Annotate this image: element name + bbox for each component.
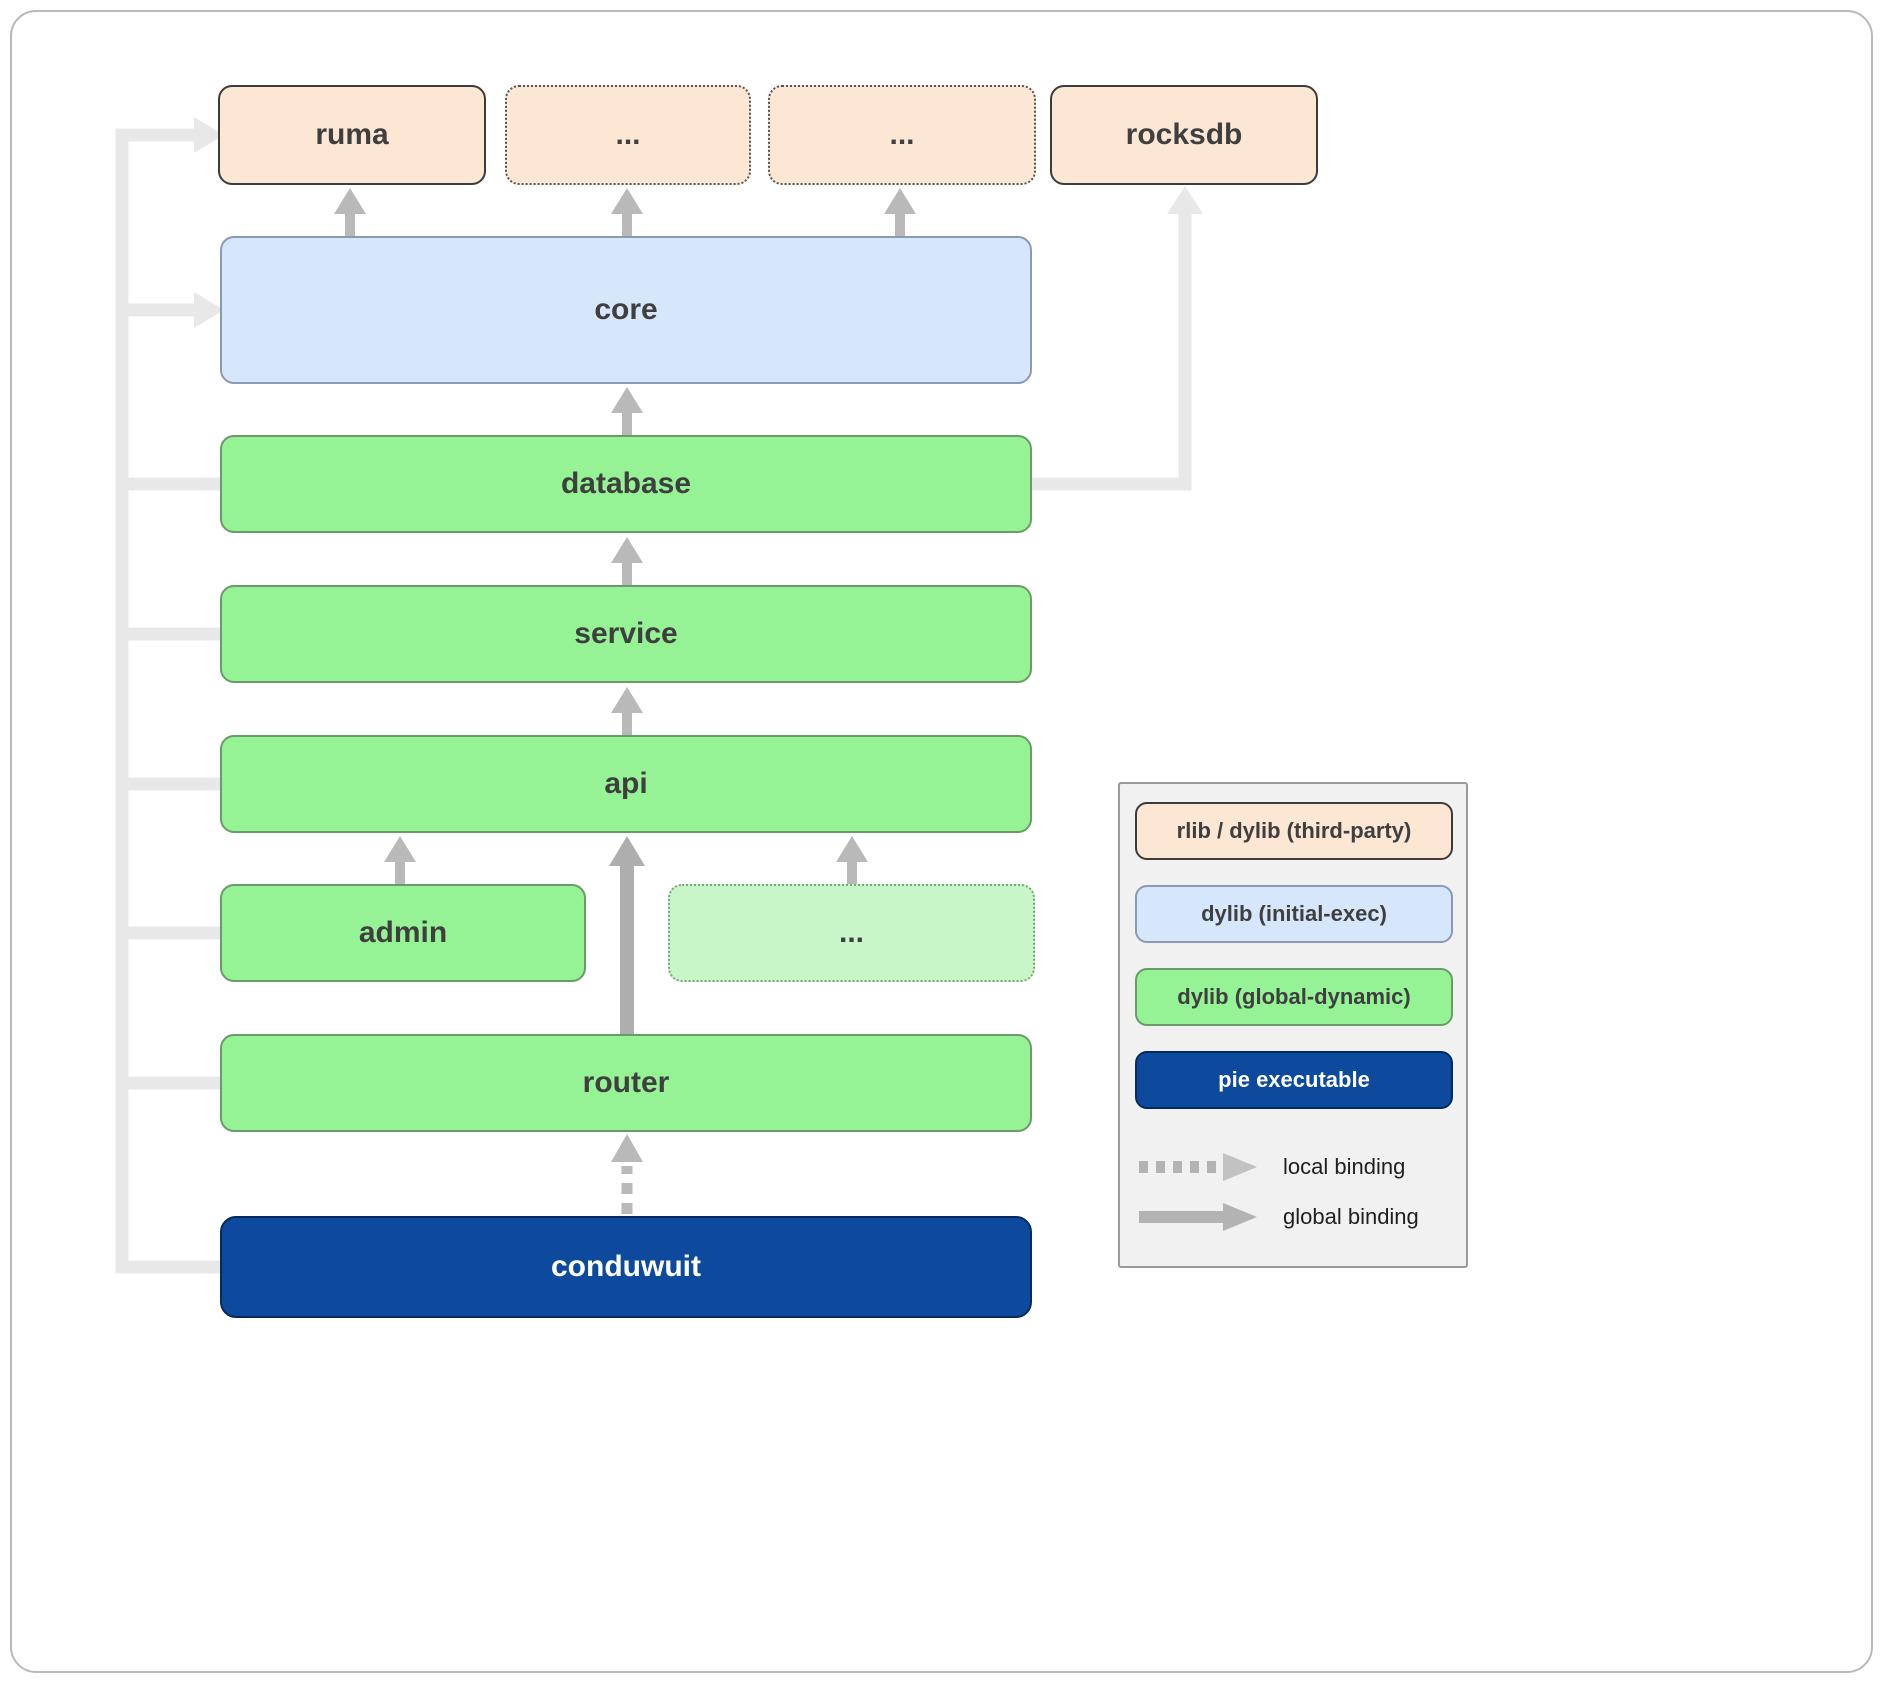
global-binding-arrowhead-rocksdb [1167, 186, 1203, 214]
diagram-frame [10, 10, 1873, 1673]
legend: rlib / dylib (third-party) dylib (initia… [1118, 782, 1468, 1268]
node-third-party-ellipsis-1-label: ... [615, 118, 641, 151]
arrow-service-to-database [611, 537, 643, 587]
legend-chip-initial-exec-label: dylib (initial-exec) [1201, 901, 1387, 926]
node-core-label: core [594, 293, 658, 326]
node-service: service [220, 585, 1032, 683]
local-binding-conduwuit-router-head [611, 1134, 643, 1162]
local-binding-arrow-icon [1139, 1153, 1257, 1181]
node-admin: admin [220, 884, 586, 982]
legend-chip-pie-executable: pie executable [1135, 1051, 1453, 1109]
node-database-label: database [560, 467, 692, 500]
node-dylib-ellipsis-label: ... [838, 916, 864, 949]
legend-chip-pie-executable-label: pie executable [1218, 1067, 1370, 1092]
global-binding-trunk [115, 128, 226, 1274]
arrow-router-to-api [609, 836, 645, 1036]
arrow-core-to-ruma [334, 188, 366, 238]
legend-chip-third-party-label: rlib / dylib (third-party) [1176, 818, 1412, 843]
node-third-party-ellipsis-1: ... [505, 85, 751, 185]
arrow-api-to-service [611, 687, 643, 737]
legend-global-binding-label: global binding [1283, 1204, 1419, 1229]
arrow-database-to-core [611, 387, 643, 437]
node-dylib-ellipsis: ... [668, 884, 1035, 982]
legend-chip-global-dynamic-label: dylib (global-dynamic) [1177, 984, 1411, 1009]
legend-local-binding-label: local binding [1283, 1154, 1406, 1179]
node-ruma: ruma [218, 85, 486, 185]
node-rocksdb: rocksdb [1050, 85, 1318, 185]
node-core: core [220, 236, 1032, 384]
node-api: api [220, 735, 1032, 833]
arrow-admin-to-api [384, 836, 416, 886]
node-api-label: api [604, 767, 648, 800]
arrow-core-to-dots-2 [884, 188, 916, 238]
node-database: database [220, 435, 1032, 533]
node-service-label: service [574, 617, 678, 650]
node-router-label: router [582, 1066, 670, 1099]
legend-local-binding-row: local binding [1135, 1147, 1453, 1187]
global-binding-arrowhead-core [194, 292, 224, 328]
legend-global-binding-row: global binding [1135, 1197, 1453, 1237]
node-conduwuit: conduwuit [220, 1216, 1032, 1318]
node-ruma-label: ruma [315, 118, 389, 151]
legend-chip-initial-exec: dylib (initial-exec) [1135, 885, 1453, 943]
arrow-core-to-dots-1 [611, 188, 643, 238]
node-rocksdb-label: rocksdb [1125, 118, 1243, 151]
legend-chip-global-dynamic: dylib (global-dynamic) [1135, 968, 1453, 1026]
global-binding-arrow-icon [1139, 1203, 1257, 1231]
node-conduwuit-label: conduwuit [551, 1250, 701, 1283]
node-router: router [220, 1034, 1032, 1132]
node-third-party-ellipsis-2: ... [768, 85, 1036, 185]
global-binding-database-rocksdb [1030, 212, 1192, 491]
legend-chip-third-party: rlib / dylib (third-party) [1135, 802, 1453, 860]
node-admin-label: admin [358, 916, 448, 949]
arrow-dots-to-api [836, 836, 868, 886]
global-binding-arrowhead-ruma [194, 117, 224, 153]
node-third-party-ellipsis-2-label: ... [889, 118, 915, 151]
